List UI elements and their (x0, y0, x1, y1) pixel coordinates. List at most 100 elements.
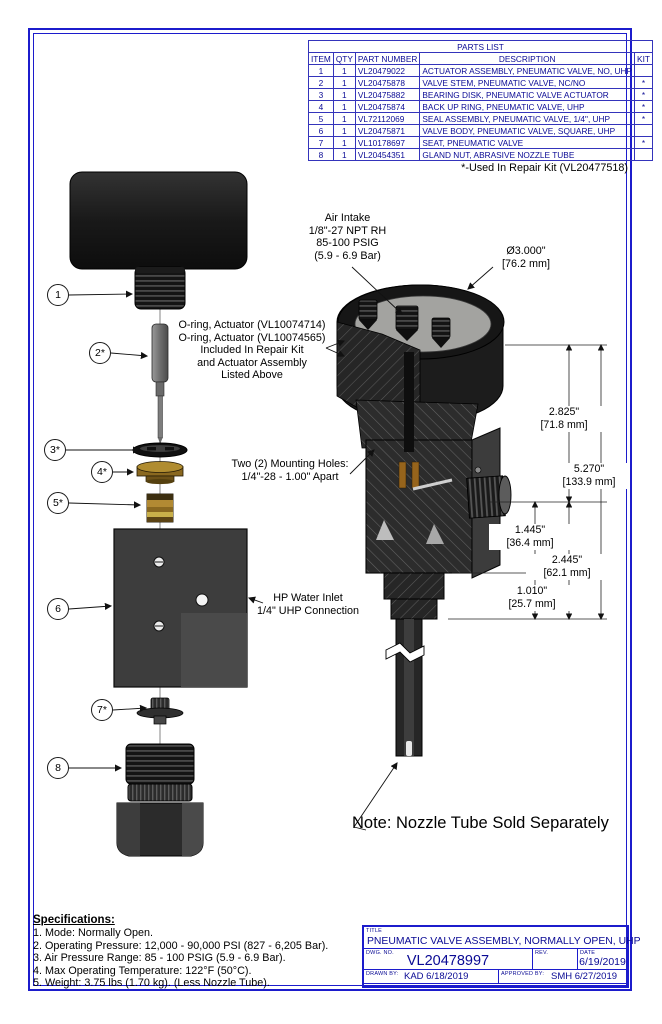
parts-cell: VL20475871 (354, 124, 421, 137)
specifications-list: 1. Mode: Normally Open.2. Operating Pres… (33, 927, 355, 990)
parts-cell: VALVE BODY, PNEUMATIC VALVE, SQUARE, UHP (419, 124, 635, 137)
parts-cell: 1 (332, 76, 356, 89)
title-label: TITLE (366, 928, 382, 934)
dim-value-in: 2.825" (548, 406, 580, 418)
parts-cell: 1 (332, 136, 356, 149)
dwg-no-label: DWG. NO. (366, 950, 394, 956)
parts-cell: * (634, 136, 653, 149)
parts-cell: * (634, 76, 653, 89)
dim-2-445: 2.445" [62.1 mm] (526, 554, 608, 580)
sheet-border-outer (28, 28, 632, 991)
section-view (336, 284, 512, 757)
dim-value-in: 1.445" (514, 524, 546, 536)
exploded-view (66, 171, 248, 857)
air-intake-note: Air Intake 1/8"-27 NPT RH 85-100 PSIG (5… (308, 212, 387, 262)
date-value: 6/19/2019 (579, 956, 626, 968)
dim-1-445: 1.445" [36.4 mm] (489, 524, 571, 550)
parts-cell: BEARING DISK, PNEUMATIC VALVE ACTUATOR (419, 88, 635, 101)
balloon-7: 7* (91, 699, 113, 721)
parts-cell: VL10178697 (354, 136, 421, 149)
approved-by-value: SMH 6/27/2019 (551, 971, 618, 982)
backup-ring-drawing (136, 461, 184, 485)
drawn-by-label: DRAWN BY: (366, 971, 399, 977)
dim-value-in: 1.010" (516, 585, 548, 597)
drawn-by-value: KAD 6/18/2019 (404, 971, 469, 982)
parts-cell: ACTUATOR ASSEMBLY, PNEUMATIC VALVE, NO, … (419, 64, 635, 77)
parts-list-table: PARTS LIST ITEM QTY PART NUMBER DESCRIPT… (308, 40, 653, 161)
parts-cell: BACK UP RING, PNEUMATIC VALVE, UHP (419, 100, 635, 113)
seal-assembly-drawing (146, 493, 174, 523)
parts-cell: VL20479022 (354, 64, 421, 77)
dim-value-in: 5.270" (573, 463, 605, 475)
parts-cell: 1 (332, 100, 356, 113)
seat-drawing (136, 697, 184, 725)
parts-cell: VL72112069 (354, 112, 421, 125)
col-qty: QTY (332, 52, 356, 65)
air-intake-ports (358, 299, 451, 348)
col-kit: KIT (634, 52, 653, 65)
balloon-leaders (66, 290, 149, 772)
balloon-2: 2* (89, 342, 111, 364)
oring-note: O-ring, Actuator (VL10074714) O-ring, Ac… (178, 319, 326, 382)
parts-cell: SEAL ASSEMBLY, PNEUMATIC VALVE, 1/4", UH… (419, 112, 635, 125)
gland-nut-drawing (116, 743, 204, 857)
nozzle-note-leader (353, 762, 398, 831)
title-block: TITLE PNEUMATIC VALVE ASSEMBLY, NORMALLY… (362, 925, 641, 988)
parts-cell (634, 124, 653, 137)
dim-value-mm: [25.7 mm] (508, 598, 556, 610)
parts-cell: SEAT, PNEUMATIC VALVE (419, 136, 635, 149)
mounting-holes-note: Two (2) Mounting Holes: 1/4"-28 - 1.00" … (231, 458, 349, 483)
parts-cell: 7 (308, 136, 334, 149)
parts-list-title: PARTS LIST (308, 40, 653, 53)
parts-cell: 1 (332, 148, 356, 161)
dim-value-in: 2.445" (551, 554, 583, 566)
parts-cell: GLAND NUT, ABRASIVE NOZZLE TUBE (419, 148, 635, 161)
diameter-leader (467, 266, 494, 290)
dim-value-mm: [133.9 mm] (562, 476, 616, 488)
side-port (412, 466, 512, 519)
col-part-number: PART NUMBER (354, 52, 421, 65)
spec-item: 5. Weight: 3.75 lbs (1.70 kg). (Less Noz… (33, 977, 270, 989)
dim-value-mm: [36.4 mm] (506, 537, 554, 549)
date-label: DATE (580, 950, 596, 956)
parts-cell: 2 (308, 76, 334, 89)
approved-by-label: APPROVED BY: (501, 971, 545, 977)
col-description: DESCRIPTION (419, 52, 635, 65)
parts-cell: 3 (308, 88, 334, 101)
dim-value-mm: [71.8 mm] (540, 419, 588, 431)
oring-leader-1 (325, 339, 346, 349)
parts-cell: * (634, 88, 653, 101)
repair-kit-footnote: *-Used In Repair Kit (VL20477518) (461, 162, 628, 174)
parts-cell: 8 (308, 148, 334, 161)
parts-cell: VL20454351 (354, 148, 421, 161)
actuator-drawing (69, 171, 248, 310)
specifications-heading: Specifications: (33, 914, 115, 926)
diameter-label: Ø3.000" [76.2 mm] (501, 245, 550, 270)
nozzle-tube (385, 618, 425, 757)
parts-cell: 1 (332, 124, 356, 137)
col-item: ITEM (308, 52, 334, 65)
spec-item: 4. Max Operating Temperature: 122°F (50°… (33, 964, 252, 977)
parts-cell: VL20475882 (354, 88, 421, 101)
dim-1-010: 1.010" [25.7 mm] (491, 585, 573, 611)
rev-label: REV. (535, 950, 549, 956)
parts-cell: 5 (308, 112, 334, 125)
nozzle-tube-note: Note: Nozzle Tube Sold Separately (352, 814, 609, 832)
parts-cell: VL20475878 (354, 76, 421, 89)
parts-cell: 1 (332, 88, 356, 101)
parts-cell: VL20475874 (354, 100, 421, 113)
balloon-1: 1 (47, 284, 69, 306)
specifications: Specifications: 1. Mode: Normally Open.2… (33, 914, 355, 990)
drawing-title: PNEUMATIC VALVE ASSEMBLY, NORMALLY OPEN,… (367, 936, 641, 947)
bearing-disk-drawing (132, 442, 188, 458)
dim-5-270: 5.270" [133.9 mm] (548, 463, 630, 489)
dim-2-825: 2.825" [71.8 mm] (523, 406, 605, 432)
